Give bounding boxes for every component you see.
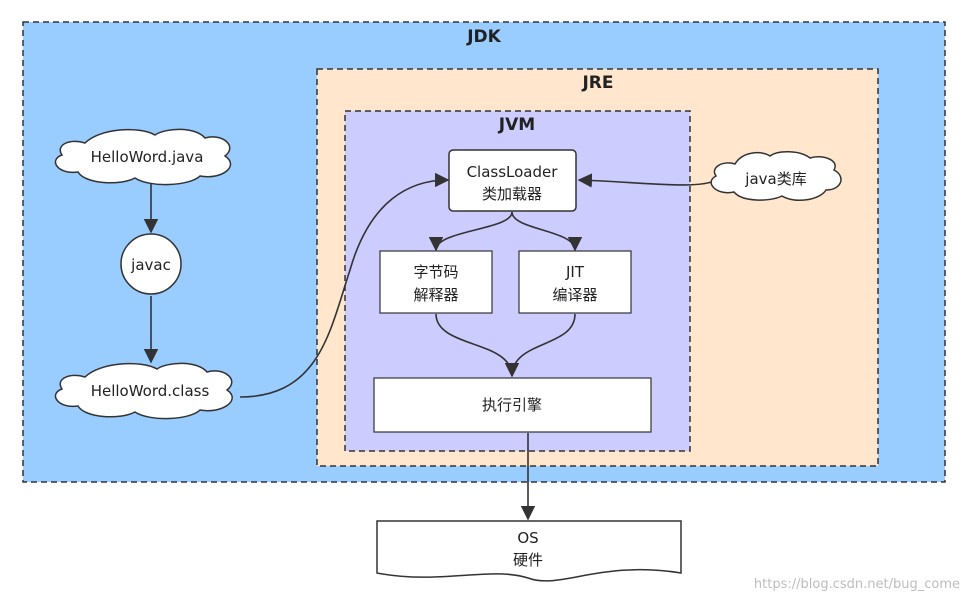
jdk-label: JDK [466, 27, 501, 47]
javac-label: javac [130, 256, 171, 274]
java-lib-label: java类库 [744, 170, 806, 188]
os-hardware-shape: OS 硬件 [376, 520, 682, 582]
jvm-label: JVM [498, 115, 535, 135]
watermark-text: https://blog.csdn.net/bug_come [754, 577, 960, 592]
edge-classloader-to-interpreter [428, 211, 513, 252]
jit-label-1: JIT [565, 263, 585, 281]
os-label: OS [517, 529, 538, 547]
interpreter-label-2: 解释器 [413, 286, 458, 304]
connectors [143, 172, 717, 521]
interpreter-label-1: 字节码 [413, 263, 458, 281]
edge-javalib-to-classloader [577, 173, 717, 188]
edge-jit-to-engine [511, 313, 576, 377]
jre-label: JRE [581, 73, 613, 93]
jit-box: JIT 编译器 [518, 250, 632, 314]
java-lib-cloud: java类库 [710, 151, 842, 202]
source-file-label: HelloWord.java [91, 148, 204, 166]
classloader-label-en: ClassLoader [467, 163, 559, 181]
edge-class-to-classloader [239, 172, 450, 398]
edge-interpreter-to-engine [435, 313, 520, 378]
classloader-box: ClassLoader 类加载器 [448, 149, 577, 212]
jit-label-2: 编译器 [552, 286, 597, 304]
source-file-cloud: HelloWord.java [54, 128, 232, 186]
execution-engine-label: 执行引擎 [482, 396, 542, 414]
execution-engine-box: 执行引擎 [373, 377, 652, 433]
class-file-label: HelloWord.class [91, 382, 210, 400]
hardware-label: 硬件 [513, 551, 543, 569]
classloader-label-cn: 类加载器 [482, 185, 542, 203]
class-file-cloud: HelloWord.class [54, 362, 233, 420]
interpreter-box: 字节码 解释器 [379, 250, 493, 314]
edge-classloader-to-jit [511, 211, 583, 252]
javac-node: javac [120, 233, 182, 295]
